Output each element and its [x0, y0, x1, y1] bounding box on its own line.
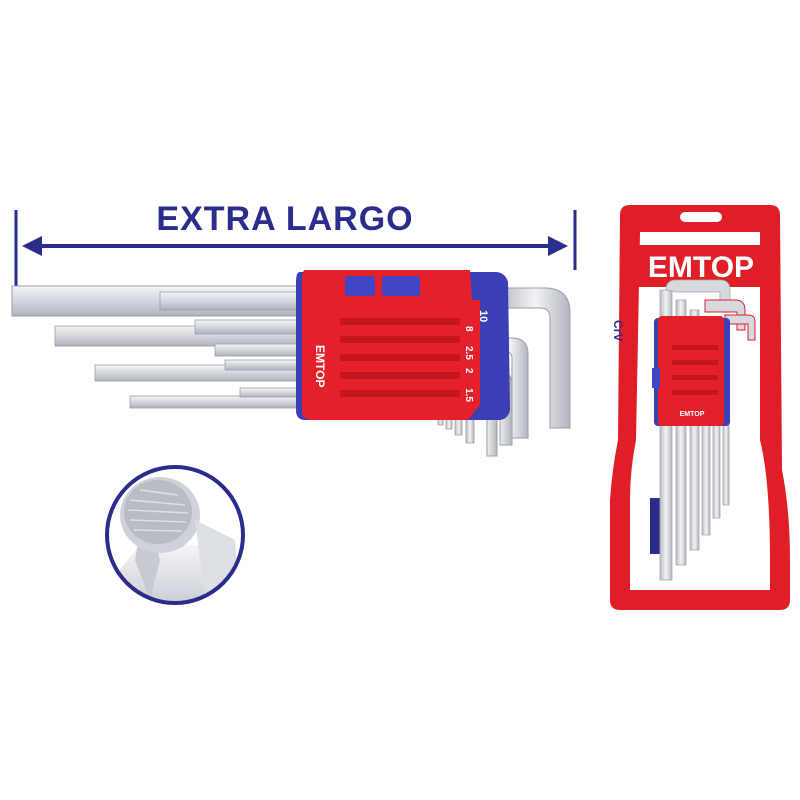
pack-material-label: CrV — [611, 320, 625, 341]
pack-brand-logo: EMTOP — [648, 251, 754, 284]
size-label-10: 10 — [477, 310, 489, 322]
hex-key-set-image: EMTOP 10 8 2.5 2 1.5 — [11, 270, 571, 457]
pack-holder-brand-mark: EMTOP — [680, 411, 705, 418]
size-label-2-5: 2.5 — [463, 346, 474, 360]
size-label-2: 2 — [463, 368, 474, 374]
retail-blister-pack-image: EMTOP CrV — [610, 205, 790, 610]
headline-extra-largo: EXTRA LARGO — [156, 200, 414, 238]
holder-brand-mark: EMTOP — [313, 345, 327, 387]
hex-profile-detail-icon — [105, 465, 245, 605]
size-label-8: 8 — [463, 326, 474, 332]
size-label-1-5: 1.5 — [463, 388, 474, 402]
dimension-arrow-icon — [14, 210, 577, 290]
